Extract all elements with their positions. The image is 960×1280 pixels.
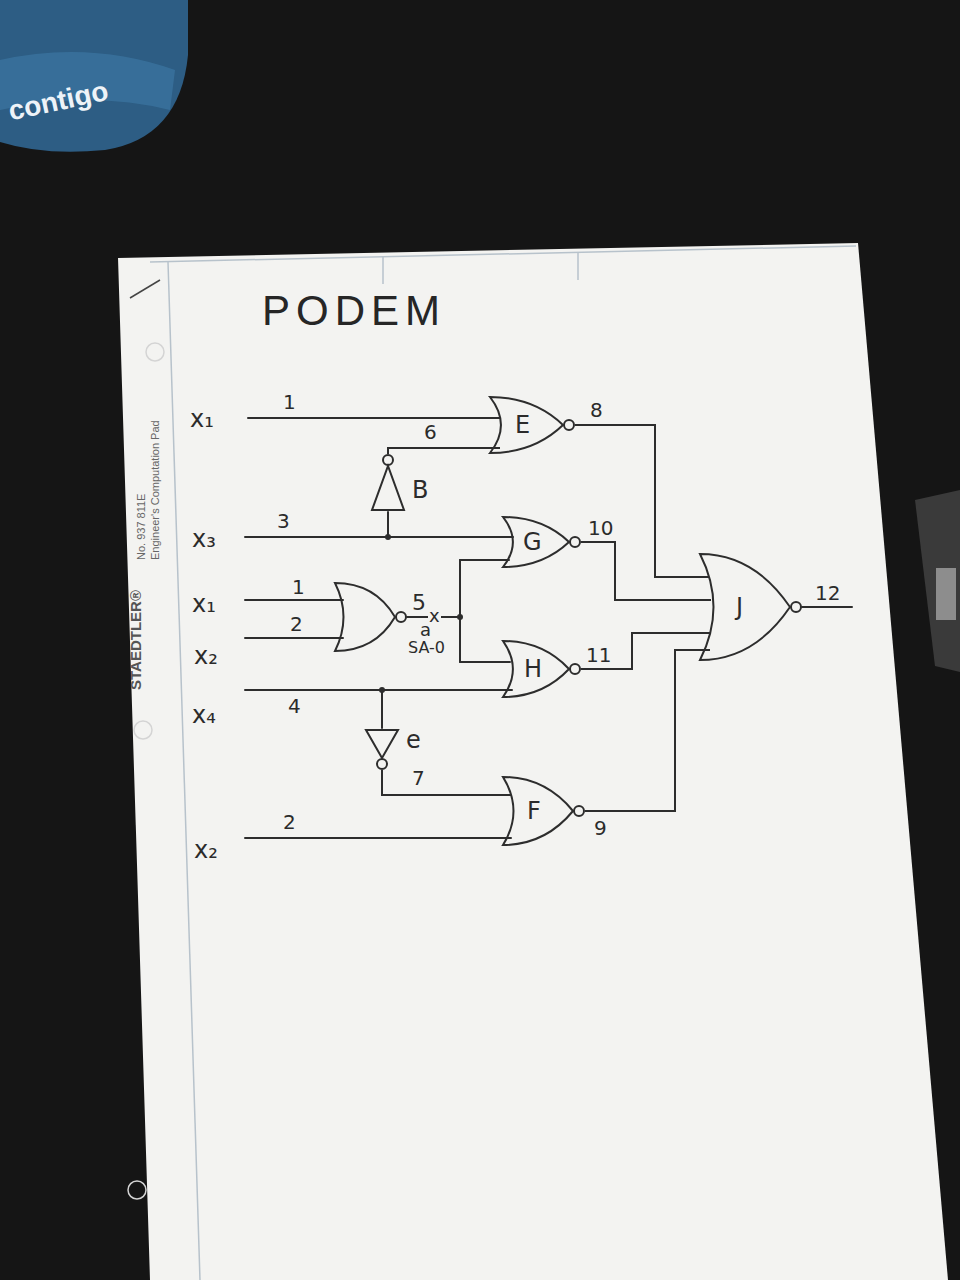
wire-number: 11 xyxy=(586,645,611,665)
pencil-mark xyxy=(130,280,160,298)
gate-letter: F xyxy=(527,799,541,823)
inverter-gate: e xyxy=(362,728,424,770)
gate-strokes xyxy=(503,777,584,845)
inverter-triangle xyxy=(372,466,404,510)
wire-number: 1 xyxy=(283,392,296,412)
device-label xyxy=(936,568,956,620)
gate-outline xyxy=(503,776,585,846)
inverter-gate: B xyxy=(368,454,430,512)
gate-outline xyxy=(700,553,802,661)
wire-number: 1 xyxy=(292,577,305,597)
inversion-bubble xyxy=(564,420,574,430)
nor-gate: H xyxy=(503,640,581,698)
wire-connector xyxy=(382,770,511,795)
signal-name: x₄ xyxy=(192,703,216,727)
wire-connector xyxy=(585,650,710,811)
paper-rules xyxy=(128,246,856,1280)
gate-letter: J xyxy=(736,595,743,619)
signal-name: x₂ xyxy=(194,644,218,668)
bottle xyxy=(0,0,188,152)
gate-letter: H xyxy=(524,657,542,681)
wire-connector xyxy=(388,448,500,454)
fault-site-name: a xyxy=(420,621,431,639)
inversion-bubble xyxy=(570,664,580,674)
nor-body xyxy=(503,777,573,845)
wire-number: 12 xyxy=(815,583,840,603)
device xyxy=(915,490,960,672)
inversion-bubble xyxy=(383,455,393,465)
nor-body xyxy=(503,641,569,697)
inversion-bubble xyxy=(791,602,801,612)
wire-number: 9 xyxy=(594,818,607,838)
gate-strokes xyxy=(490,397,574,453)
circuit-wires xyxy=(245,418,852,838)
gate-outline xyxy=(490,396,575,454)
signal-name: x₁ xyxy=(190,407,214,431)
brand-name: STAEDTLER® xyxy=(128,590,143,690)
inversion-bubble xyxy=(574,806,584,816)
inversion-bubble xyxy=(377,759,387,769)
bottle-brand: contigo xyxy=(6,77,111,125)
wire-number: 3 xyxy=(277,511,290,531)
wire-number: 2 xyxy=(290,614,303,634)
gate-strokes xyxy=(366,730,398,769)
nor-gate: E xyxy=(490,396,575,454)
gate-strokes xyxy=(503,641,580,697)
fault-type: SA-0 xyxy=(408,640,445,656)
gate-letter: e xyxy=(406,728,421,752)
gate-strokes xyxy=(372,455,404,510)
wire-number: 10 xyxy=(588,518,613,538)
nor-gate: G xyxy=(503,516,581,568)
signal-name: x₃ xyxy=(192,527,216,551)
wire-number: 8 xyxy=(590,400,603,420)
wire-number: 5 xyxy=(412,592,426,614)
wire-connector xyxy=(575,425,709,577)
wire-number: 6 xyxy=(424,422,437,442)
wire-connector xyxy=(581,542,711,600)
wire-number: 7 xyxy=(412,768,425,788)
inversion-bubble xyxy=(570,537,580,547)
pad-name: Engineer's Computation Pad xyxy=(150,420,161,560)
signal-name: x₁ xyxy=(192,592,216,616)
gate-outline xyxy=(503,516,581,568)
page-title: PODEM xyxy=(262,290,446,332)
junction-dots xyxy=(379,534,463,693)
inverter-triangle xyxy=(366,730,398,758)
wire-number: 4 xyxy=(288,696,301,716)
nor-gate: F xyxy=(503,776,585,846)
gate-letter: G xyxy=(523,530,542,554)
nor-body xyxy=(700,554,790,660)
nor-body xyxy=(503,517,569,567)
nor-body xyxy=(490,397,563,453)
wire-number: 2 xyxy=(283,812,296,832)
gate-letter: E xyxy=(515,413,530,437)
signal-name: x₂ xyxy=(194,838,218,862)
nor-gate: J xyxy=(700,553,802,661)
gate-strokes xyxy=(503,517,580,567)
paper-sheet xyxy=(118,243,948,1280)
pad-number: No. 937 811E xyxy=(136,494,147,560)
gate-strokes xyxy=(700,554,801,660)
gate-letter: B xyxy=(412,478,428,502)
